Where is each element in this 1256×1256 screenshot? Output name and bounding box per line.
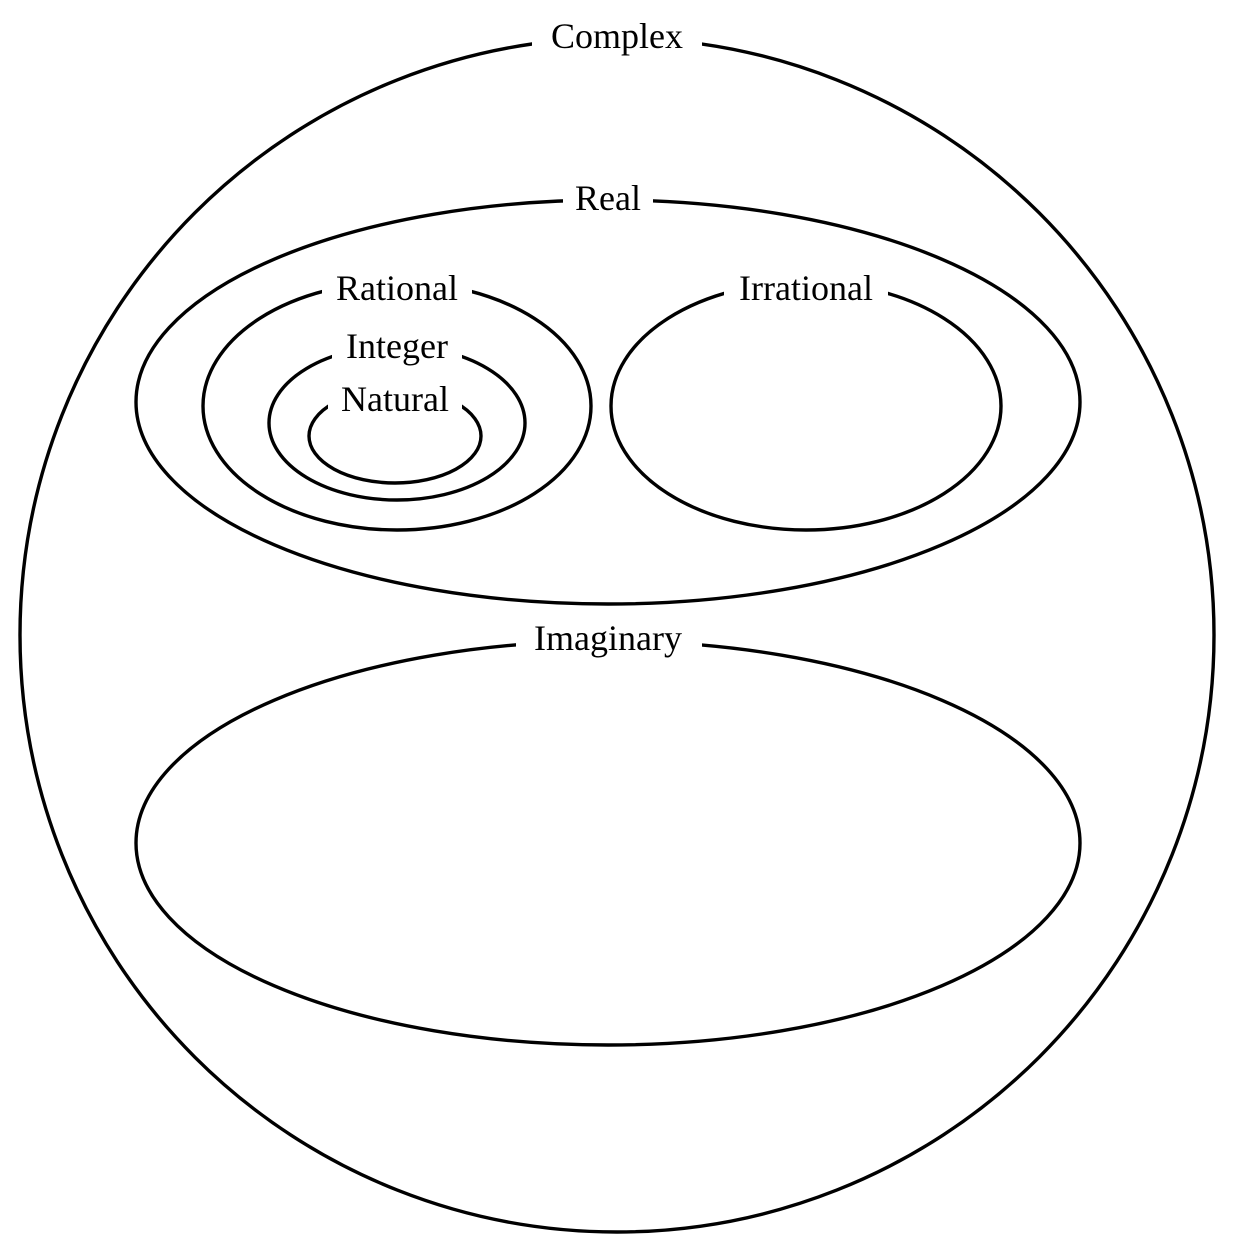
set-rational: Rational bbox=[201, 266, 593, 532]
imaginary-outline bbox=[134, 639, 1082, 1047]
integer-label: Integer bbox=[346, 326, 448, 366]
irrational-label: Irrational bbox=[739, 268, 873, 308]
real-label: Real bbox=[575, 178, 641, 218]
irrational-outline bbox=[609, 280, 1003, 532]
integer-outline bbox=[267, 344, 527, 502]
set-irrational: Irrational bbox=[609, 266, 1003, 532]
set-integer: Integer bbox=[267, 324, 527, 502]
rational-label: Rational bbox=[336, 268, 458, 308]
natural-label: Natural bbox=[341, 379, 449, 419]
set-natural: Natural bbox=[307, 378, 483, 485]
set-complex: Complex bbox=[18, 14, 1216, 1234]
complex-label: Complex bbox=[551, 16, 683, 56]
set-imaginary: Imaginary bbox=[134, 618, 1082, 1047]
real-outline bbox=[134, 198, 1082, 606]
set-real: Real bbox=[134, 178, 1082, 606]
imaginary-label: Imaginary bbox=[534, 618, 682, 658]
